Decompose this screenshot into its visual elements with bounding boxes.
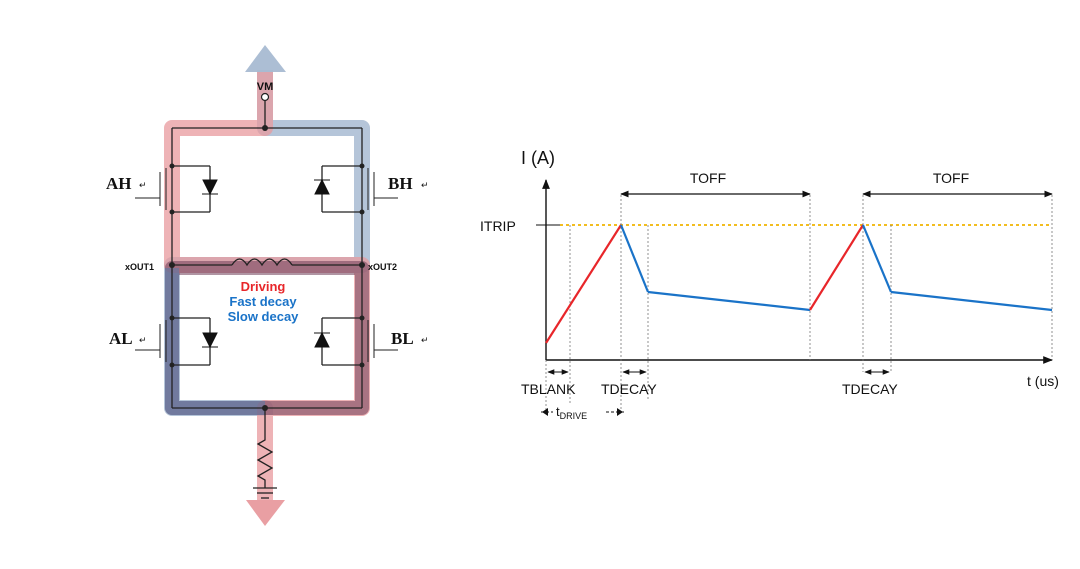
timing-diagram: I (A) t (us) ITRIP TOFF bbox=[480, 148, 1059, 421]
legend-driving: Driving bbox=[241, 279, 286, 294]
slow-decay-segment-1 bbox=[647, 290, 811, 312]
x-axis-label: t (us) bbox=[1027, 373, 1059, 389]
bl-label: BL bbox=[391, 329, 414, 348]
al-label: AL bbox=[109, 329, 133, 348]
current-waveform bbox=[545, 224, 1053, 344]
motor-inductor bbox=[231, 258, 293, 267]
bh-return-mark: ↵ bbox=[421, 180, 429, 190]
legend-slow-decay: Slow decay bbox=[228, 309, 300, 324]
ah-mosfet bbox=[135, 163, 218, 215]
vm-label: VM bbox=[257, 81, 274, 93]
y-axis-label: I (A) bbox=[521, 148, 555, 168]
supply-arrow-head bbox=[245, 45, 286, 72]
al-mosfet bbox=[135, 315, 218, 368]
sense-resistor bbox=[253, 425, 277, 499]
ah-label: AH bbox=[106, 174, 132, 193]
rise-segment-2 bbox=[809, 224, 864, 311]
tblank-label: TBLANK bbox=[521, 381, 576, 397]
xout1-label: xOUT1 bbox=[125, 262, 154, 272]
legend-fast-decay: Fast decay bbox=[229, 294, 297, 309]
timing-guides bbox=[545, 195, 1053, 412]
fast-decay-segment-1 bbox=[619, 224, 650, 293]
bh-label: BH bbox=[388, 174, 413, 193]
h-bridge-circuit: VM AH ↵ BH ↵ AL ↵ BL ↵ xOUT1 xOUT2 Drivi… bbox=[106, 45, 429, 526]
ground-arrow-head bbox=[246, 500, 285, 526]
bl-mosfet bbox=[314, 315, 398, 368]
itrip-label: ITRIP bbox=[480, 218, 516, 234]
tdrive-label: tDRIVE bbox=[556, 404, 587, 421]
toff-label-2: TOFF bbox=[933, 170, 969, 186]
tdecay-label-2: TDECAY bbox=[842, 381, 898, 397]
bh-mosfet bbox=[314, 163, 398, 215]
toff-label-1: TOFF bbox=[690, 170, 726, 186]
ah-return-mark: ↵ bbox=[139, 180, 147, 190]
fast-decay-segment-2 bbox=[861, 224, 893, 293]
al-return-mark: ↵ bbox=[139, 335, 147, 345]
bl-return-mark: ↵ bbox=[421, 335, 429, 345]
slow-decay-segment-2 bbox=[890, 290, 1053, 312]
vm-terminal bbox=[260, 92, 270, 102]
tdecay-label-1: TDECAY bbox=[601, 381, 657, 397]
rise-segment-1 bbox=[545, 224, 622, 344]
circuit-wiring bbox=[135, 92, 398, 499]
xout2-label: xOUT2 bbox=[368, 262, 397, 272]
